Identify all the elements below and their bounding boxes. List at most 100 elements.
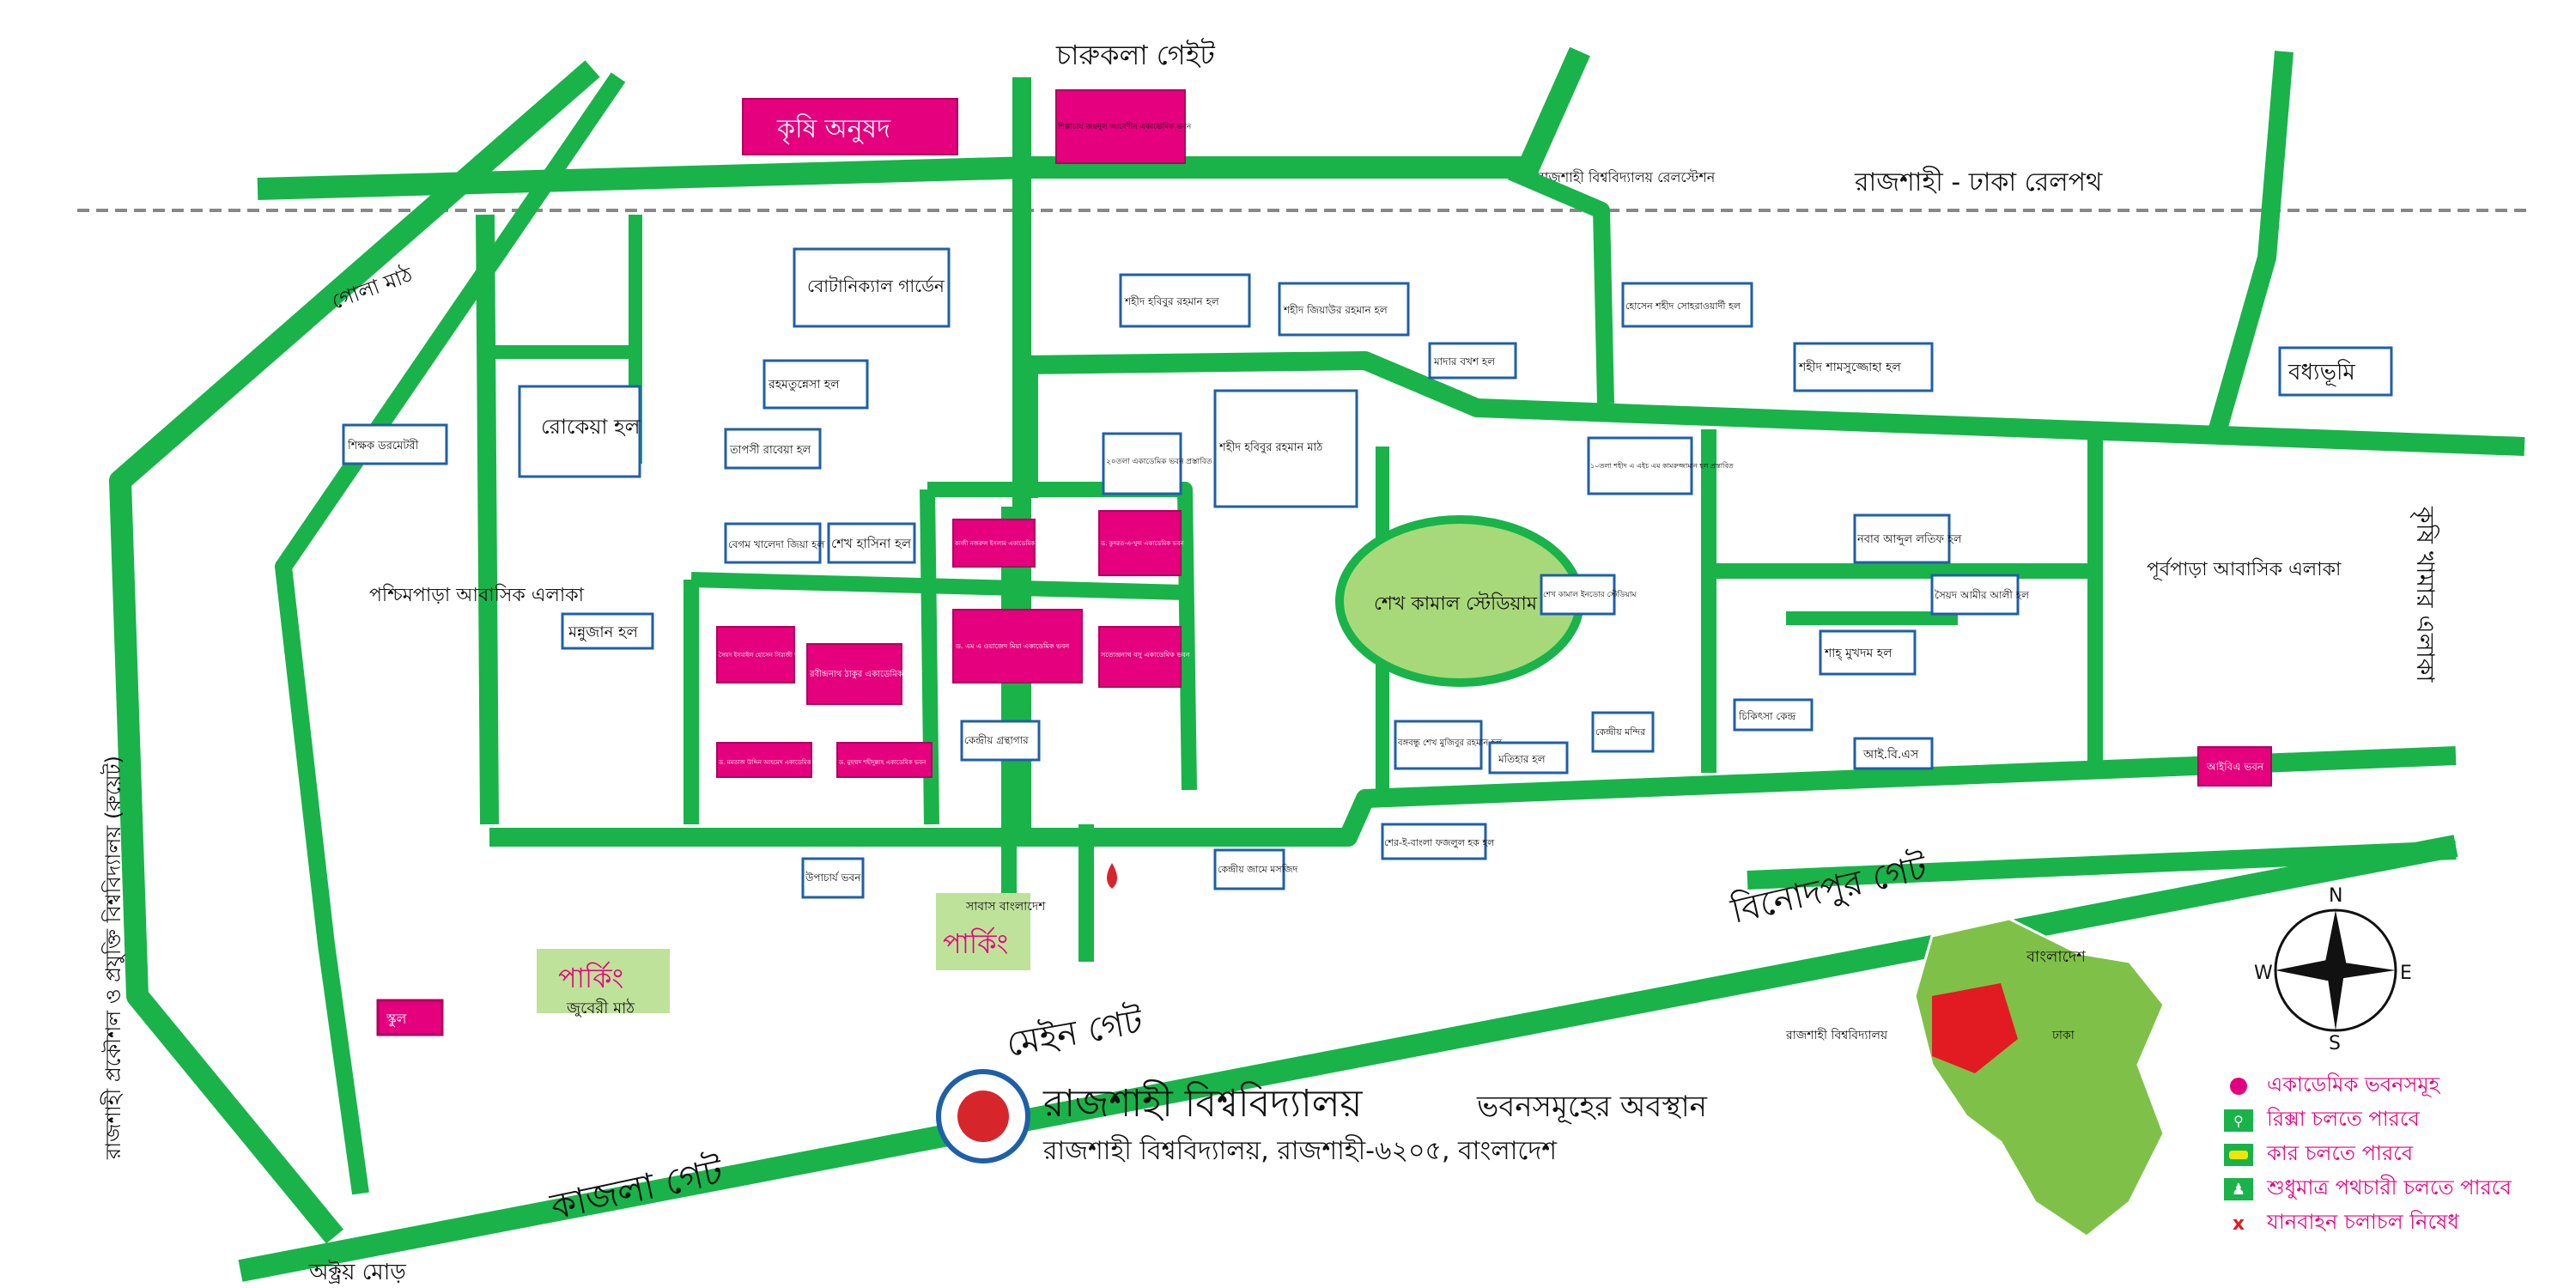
begum-khaleda-label: বেগম খালেদা জিয়া হল [728, 538, 825, 550]
parking-label-1: পার্কিং [558, 962, 623, 994]
syed-ismail-label: সৈয়দ ইসমাইল হোসেন সিরাজী ভবন [719, 651, 806, 659]
legend-academic: একাডেমিক ভবনসমূহ [2224, 1069, 2439, 1103]
rail-label: রাজশাহী - ঢাকা রেলপথ [1854, 166, 2103, 197]
rokeya-hall [518, 385, 641, 478]
wazed-label: ড. এম এ ওয়াজেদ মিয়া একাডেমিক ভবন [955, 642, 1069, 650]
vc-bhaban-label: উপাচার্য ভবন [805, 872, 861, 884]
krishi-academic-label: শিল্পাচার্য জয়নুল আবেদীন একাডেমিক ভবন [1057, 121, 1192, 131]
inset-dhaka-label: ঢাকা [2051, 1029, 2075, 1042]
compass-w: W [2254, 963, 2273, 984]
hall-field-label: শহীদ হবিবুর রহমান মাঠ [1218, 440, 1323, 454]
madar-bux-label: মাদার বখশ হল [1433, 355, 1496, 368]
rabindra-label: রবীন্দ্রনাথ ঠাকুর একাডেমিক ভবন [809, 668, 923, 679]
ostro-mor: অক্ট্রয় মোড় [308, 1259, 406, 1285]
wazed-building [952, 609, 1083, 683]
botanical-label: বোটানিক্যাল গার্ডেন [807, 276, 945, 296]
road-network [109, 46, 2525, 1282]
sabash-label: সাবাস বাংলাদেশ [965, 900, 1046, 914]
legend-car-label: কার চলতে পারবে [2267, 1141, 2414, 1165]
inset-rubd-label: রাজশাহী বিশ্ববিদ্যালয় [1785, 1028, 1888, 1042]
nawab-latif-hall [1853, 513, 1951, 564]
legend-rickshaw: ⚲ রিক্সা চলতে পারবে [2224, 1103, 2420, 1138]
central-mosque [1213, 848, 1285, 890]
sheikh-hasina-label: শেখ হাসিনা হল [831, 536, 912, 551]
dr-shahidullah-building [836, 742, 933, 778]
legend-no-vehicle-label: যানবাহন চলাচল নিষেধ [2267, 1210, 2459, 1234]
nawab-latif-label: নবাব আব্দুল লতিফ হল [1856, 532, 1962, 546]
bodhyobhumi-label: বধ্যভূমি [2287, 359, 2355, 386]
ten-storey-label: ১০তলা শহীদ এ এইচ এম কামরুজ্জামান হল প্রস… [1590, 461, 1735, 470]
shahid-ziaur-label: শহীদ জিয়াউর রহমান হল [1283, 304, 1388, 316]
legend-academic-label: একাডেমিক ভবনসমূহ [2267, 1072, 2440, 1097]
twenty-storey [1102, 432, 1182, 495]
qudrat-building [1098, 510, 1182, 576]
madar-bux-hall [1428, 342, 1517, 380]
krishi-khamar-label: কৃষি খামার এলাকা [2410, 506, 2439, 683]
shah-makhdum-label: শাহ্ মুখদম হল [1824, 647, 1893, 660]
compass: N S E W [2254, 885, 2412, 1054]
cross-icon: x [2232, 1212, 2245, 1235]
gymnasium-label: শেখ কামাল ইনডোর স্টেডিয়াম [1543, 589, 1637, 599]
sohrawardi-label: হোসেন শহীদ সোহরাওয়ার্দী হল [1625, 301, 1741, 312]
motihar-label: মতিহার হল [1498, 753, 1546, 765]
shamsuzzoha-hall [1793, 342, 1934, 392]
school-label: স্কুল [386, 1011, 408, 1027]
gymnasium [1540, 574, 1616, 616]
legend-no-vehicle: x যানবাহন চলাচল নিষেধ [2224, 1206, 2459, 1241]
central-mondir [1591, 711, 1655, 753]
hall-field [1213, 389, 1358, 508]
shah-makhdum-hall [1819, 629, 1917, 676]
motihar-hall [1488, 741, 1569, 775]
krishi-faculty [742, 98, 958, 155]
shahid-ziaur-hall [1278, 282, 1410, 337]
begum-khaleda-hall [724, 522, 822, 564]
parking-area-2 [936, 893, 1030, 970]
shahid-habibur-label: শহীদ হবিবুর রহমান হল [1124, 295, 1220, 308]
taposhi-label: তাপসী রাবেয়া হল [729, 443, 811, 457]
title-address: রাজশাহী বিশ্ববিদ্যালয়, রাজশাহী-৬২০৫, বা… [1042, 1134, 1558, 1166]
inset-bd-label: বাংলাদেশ [2026, 948, 2086, 966]
bangabandhu-hall [1394, 720, 1483, 770]
legend-rickshaw-label: রিক্সা চলতে পারবে [2267, 1107, 2420, 1131]
syed-ismail-building [716, 626, 795, 683]
paschimpara-label: পশ্চিমপাড়া আবাসিক এলাকা [369, 584, 585, 606]
bangladesh-shape [1913, 917, 2166, 1238]
rickshaw-icon: ⚲ [2224, 1109, 2253, 1132]
mamtaz-building [716, 742, 812, 778]
rahmatunnesa-hall [762, 359, 869, 410]
sheikh-hasina-hall [827, 522, 916, 564]
title-block: রাজশাহী বিশ্ববিদ্যালয় ভবনসমূহের অবস্থান… [936, 1069, 1708, 1166]
kajla-gate: কাজলা গেট [545, 1148, 727, 1228]
title-suffix: ভবনসমূহের অবস্থান [1476, 1090, 1708, 1125]
medical-label: চিকিৎসা কেন্দ্র [1738, 710, 1796, 722]
vc-bhaban [801, 857, 865, 899]
mannujan-label: মন্নুজান হল [568, 623, 639, 641]
legend-walk: ♟ শুধুমাত্র পথচারী চলতে পারবে [2224, 1172, 2512, 1206]
iba-building [2197, 746, 2272, 787]
mannujan-hall [561, 612, 654, 650]
central-mondir-label: কেন্দ্রীয় মন্দির [1595, 726, 1646, 738]
sohrawardi-hall [1621, 282, 1753, 328]
charukola-gate: চারুকলা গেইট [1055, 38, 1215, 71]
medical-center [1733, 698, 1814, 732]
legend-walk-label: শুধুমাত্র পথচারী চলতে পারবে [2267, 1176, 2512, 1200]
syed-amir-label: সৈয়দ আমীর আলী হল [1935, 589, 2030, 601]
parking-label-2: পার্কিং [943, 927, 1008, 960]
rokeya-label: রোকেয়া হল [541, 415, 641, 439]
main-gate: মেইন গেট [1003, 999, 1146, 1065]
rahmatunnesa-label: রহমতুন্নেসা হল [768, 378, 840, 392]
sher-e-bangla-hall [1381, 823, 1487, 860]
qudrat-label: ড. কুদরত-এ-খুদা একাডেমিক ভবন [1100, 540, 1185, 547]
shahid-habibur-hall [1119, 273, 1251, 328]
satyendra-building [1098, 626, 1182, 688]
dr-shahidullah-label: ড. মুহম্মদ শহীদুল্লাহ একাডেমিক ভবন [838, 758, 927, 766]
compass-s: S [2329, 1033, 2341, 1054]
purbapara-label: পূর্বপাড়া আবাসিক এলাকা [2147, 557, 2342, 580]
station-label: রাজশাহী বিশ্ববিদ্যালয় রেলস্টেশন [1536, 169, 1716, 185]
rajshahi-region [1932, 983, 2018, 1073]
shamsuzzoha-label: শহীদ শামসুজ্জোহা হল [1798, 360, 1901, 374]
kazi-nazrul-building [952, 519, 1036, 568]
pink-dot-icon [2224, 1075, 2253, 1097]
iba-label: আইবিএ ভবন [2206, 761, 2264, 773]
shikkhok-label: শিক্ষক ডরমেটরী [347, 439, 419, 453]
